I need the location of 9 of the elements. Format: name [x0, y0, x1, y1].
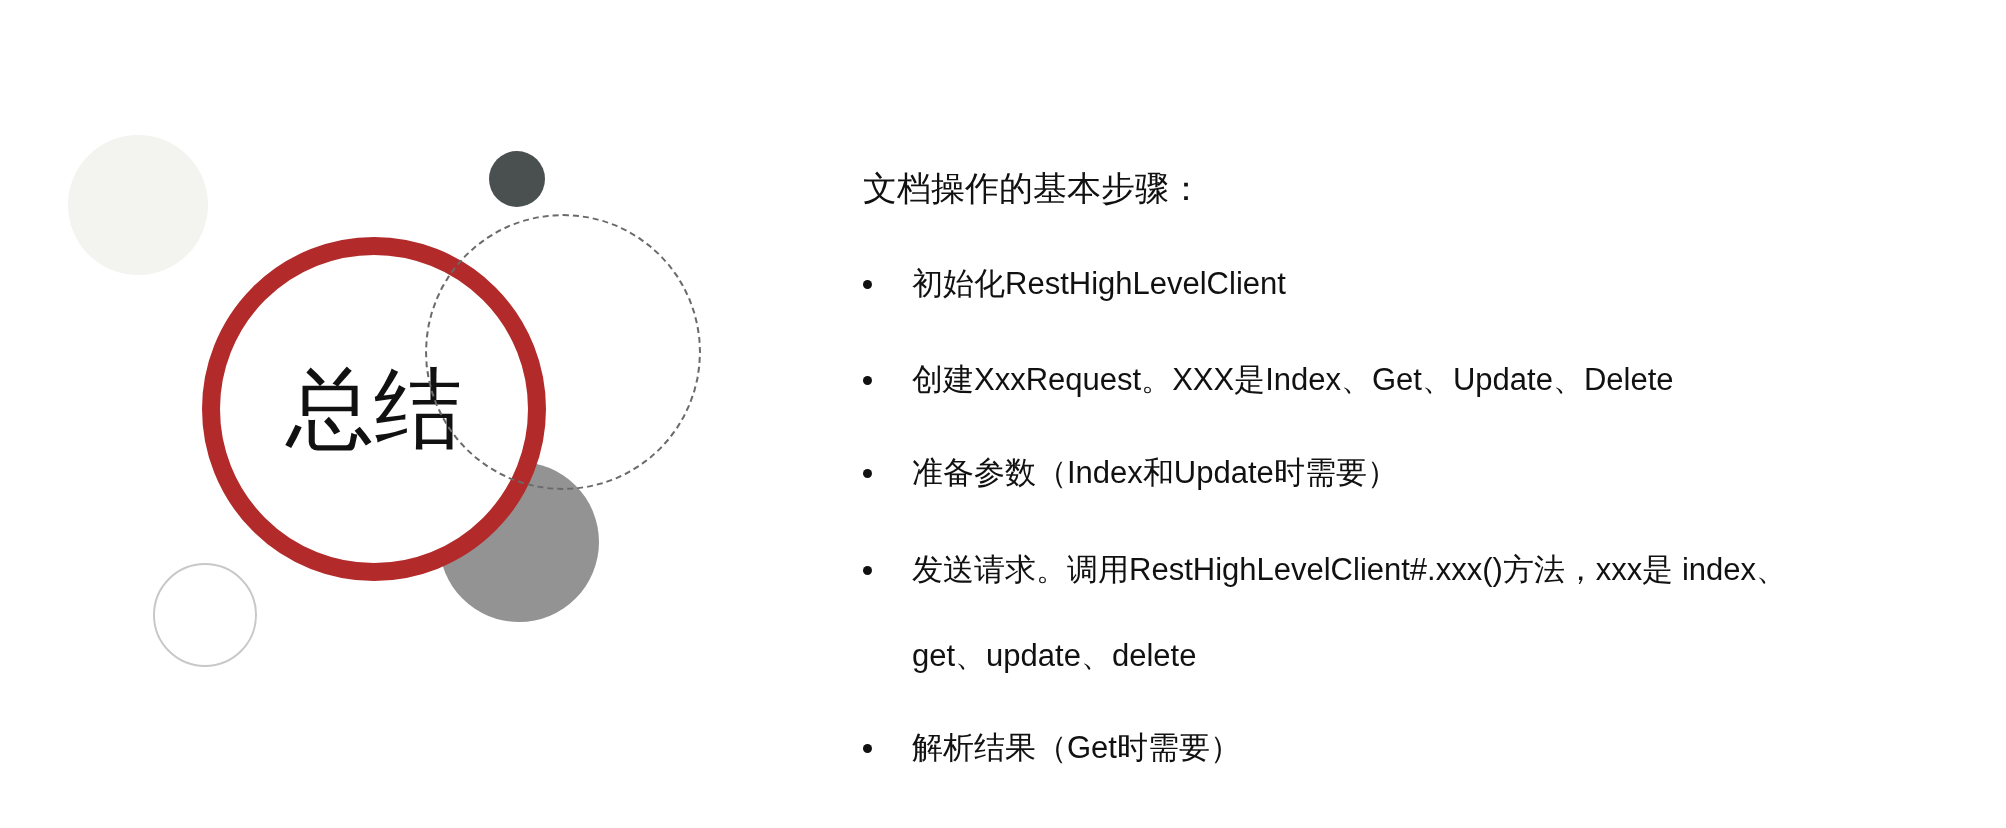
circle-title: 总结 — [286, 357, 462, 460]
decor-circle — [489, 151, 545, 207]
bullet-text: 解析结果（Get时需要） — [912, 729, 1242, 767]
decor-circle — [153, 563, 257, 667]
heading: 文档操作的基本步骤： — [863, 168, 1203, 209]
bullet-text: 准备参数（Index和Update时需要） — [912, 454, 1399, 492]
bullet-text: 创建XxxRequest。XXX是Index、Get、Update、Delete — [912, 361, 1675, 399]
bullet-text: 初始化RestHighLevelClient — [912, 265, 1287, 303]
bullet-text: 发送请求。调用RestHighLevelClient#.xxx()方法，xxx是 index、get、update、delete — [912, 551, 1789, 675]
